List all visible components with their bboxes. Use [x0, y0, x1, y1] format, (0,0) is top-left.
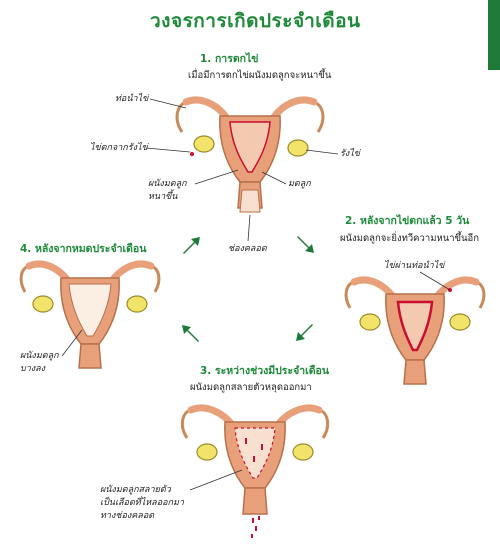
arrow-up-left-icon	[182, 325, 199, 342]
label-ovary: รังไข่	[340, 149, 360, 159]
stage-2-subtitle: ผนังมดลูกจะยิ่งทวีความหนาขึ้นอีก	[340, 233, 479, 244]
label-egg-in-tube: ไข่ผ่านท่อนำไข่	[384, 261, 445, 271]
stage-3-title: 3. ระหว่างช่วงมีประจำเดือน	[200, 365, 330, 377]
uterus-diagram-post-menstruation	[19, 260, 161, 369]
corner-bar	[488, 0, 500, 70]
label-wall-thinner: ผนังมดลูกบางลง	[20, 351, 59, 374]
uterus-diagram-ovulation	[175, 96, 325, 213]
label-shedding-wall: ผนังมดลูกสลายตัวเป็นเลือดที่ไหลออกมาทางช…	[100, 485, 184, 521]
label-uterus: มดลูก	[288, 179, 311, 189]
uterus-diagram-menstruation	[180, 404, 330, 538]
uterus-diagram-thickening	[344, 276, 486, 385]
arrow-up-right-icon	[183, 237, 200, 254]
stage-3-subtitle: ผนังมดลูกสลายตัวหลุดออกมา	[190, 382, 312, 393]
label-egg-released: ไข่ตกจากรังไข่	[90, 143, 148, 153]
label-vagina: ช่องคลอด	[228, 244, 267, 254]
arrow-down-left-icon	[296, 324, 313, 341]
label-fallopian-tube: ท่อนำไข่	[115, 94, 149, 104]
stage-1-subtitle: เมื่อมีการตกไข่ผนังมดลูกจะหนาขึ้น	[188, 70, 332, 81]
label-uterine-wall-thicker: ผนังมดลูกหนาขึ้น	[148, 179, 187, 202]
stage-2-title: 2. หลังจากไข่ตกแล้ว 5 วัน	[345, 215, 470, 227]
page-title: วงจรการเกิดประจำเดือน	[150, 10, 361, 32]
arrow-down-right-icon	[297, 236, 314, 253]
stage-1-title: 1. การตกไข่	[200, 53, 259, 65]
stage-4-title: 4. หลังจากหมดประจำเดือน	[20, 243, 147, 255]
